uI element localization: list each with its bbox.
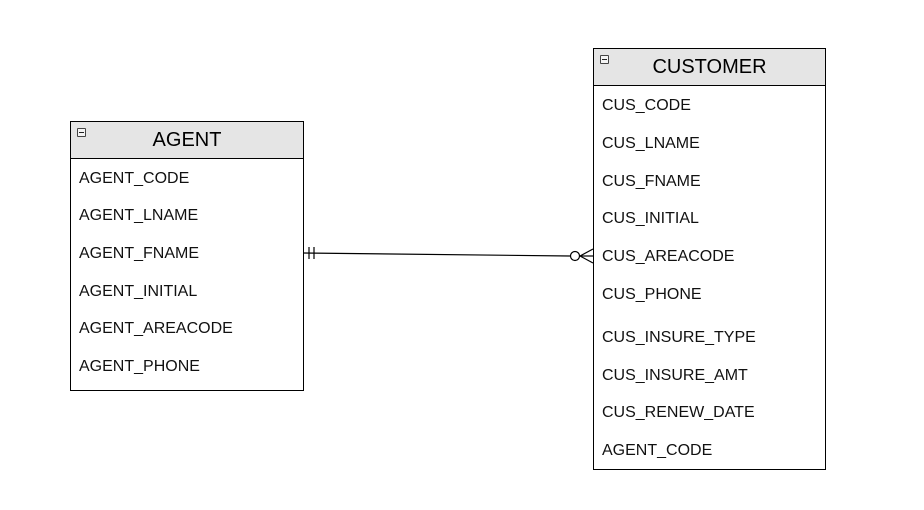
customer-attribute[interactable]: CUS_FNAME <box>602 173 701 190</box>
customer-attribute[interactable]: CUS_INSURE_AMT <box>602 367 748 384</box>
customer-attribute[interactable]: CUS_PHONE <box>602 286 702 303</box>
customer-attribute[interactable]: CUS_INITIAL <box>602 210 699 227</box>
crowfoot-lower <box>579 255 594 264</box>
agent-attribute[interactable]: AGENT_LNAME <box>79 207 199 224</box>
customer-entity-title: CUSTOMER <box>652 56 767 78</box>
collapse-icon[interactable] <box>600 55 609 64</box>
customer-attribute[interactable]: CUS_RENEW_DATE <box>602 404 755 421</box>
customer-attribute[interactable]: CUS_LNAME <box>602 135 700 152</box>
customer-entity[interactable]: CUSTOMER CUS_CODE CUS_LNAME CUS_FNAME CU… <box>593 48 826 470</box>
agent-entity-title: AGENT <box>152 129 222 151</box>
zero-optional-circle <box>569 250 581 262</box>
relationship-line <box>302 252 571 257</box>
agent-attribute[interactable]: AGENT_CODE <box>79 170 190 187</box>
collapse-icon[interactable] <box>77 128 86 137</box>
customer-attribute[interactable]: CUS_AREACODE <box>602 248 735 265</box>
customer-entity-header[interactable]: CUSTOMER <box>594 49 825 86</box>
crowfoot-upper <box>579 248 594 257</box>
agent-entity[interactable]: AGENT AGENT_CODE AGENT_LNAME AGENT_FNAME… <box>70 121 304 391</box>
customer-attribute[interactable]: AGENT_CODE <box>602 442 713 459</box>
agent-attribute[interactable]: AGENT_PHONE <box>79 358 200 375</box>
agent-attribute[interactable]: AGENT_FNAME <box>79 245 200 262</box>
agent-attribute[interactable]: AGENT_AREACODE <box>79 320 233 337</box>
customer-attribute[interactable]: CUS_INSURE_TYPE <box>602 329 756 346</box>
agent-entity-header[interactable]: AGENT <box>71 122 303 159</box>
agent-attribute[interactable]: AGENT_INITIAL <box>79 283 198 300</box>
customer-attribute[interactable]: CUS_CODE <box>602 97 691 114</box>
